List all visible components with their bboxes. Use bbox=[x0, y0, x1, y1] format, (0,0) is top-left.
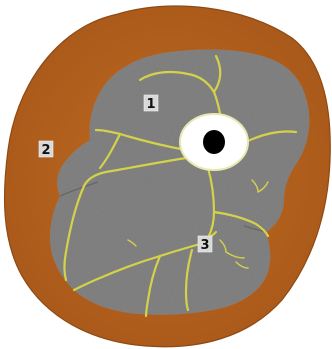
label-1-marker: 1 bbox=[144, 95, 158, 112]
label-2-marker: 2 bbox=[39, 141, 53, 158]
label-3-marker: 3 bbox=[198, 236, 212, 253]
label-3-text: 3 bbox=[200, 238, 209, 253]
label-2-text: 2 bbox=[41, 143, 50, 158]
label-1-text: 1 bbox=[146, 97, 155, 112]
femur-bone bbox=[180, 114, 248, 170]
